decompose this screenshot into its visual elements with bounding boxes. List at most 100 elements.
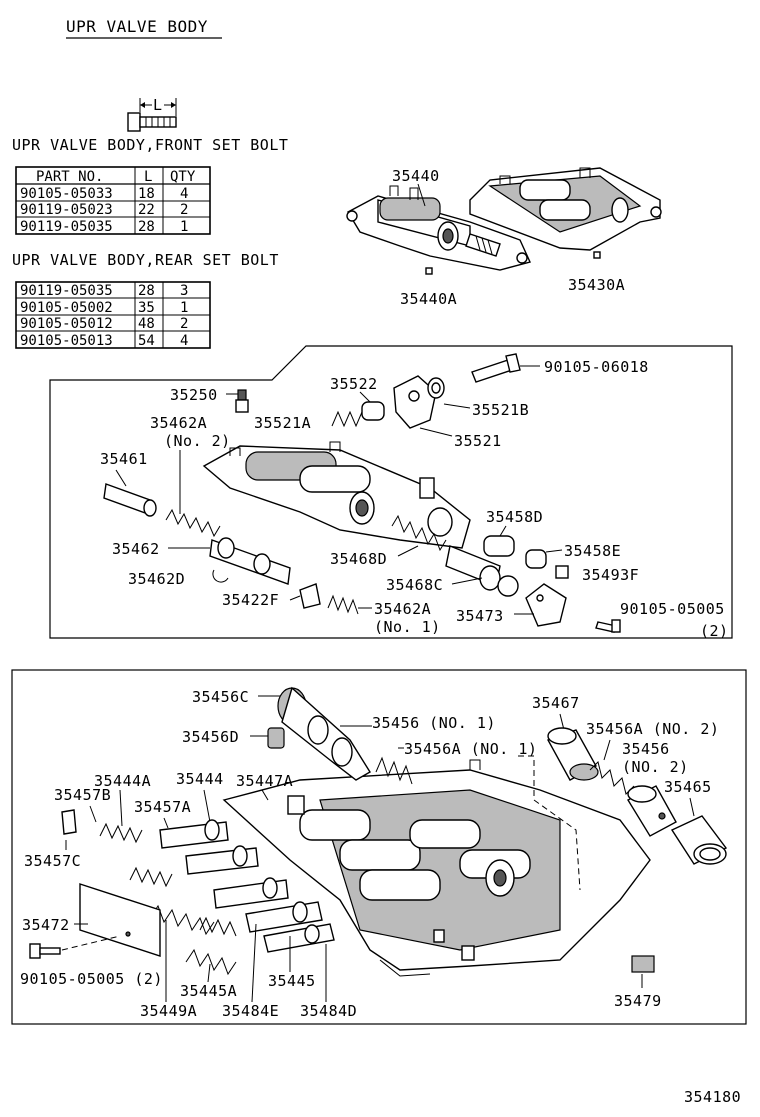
bottom-section-frame: [11, 669, 747, 1025]
spring-35468D-drawing: [391, 514, 447, 552]
spring-35456A-no2-drawing: [589, 761, 635, 795]
part-35465-drawing: [670, 815, 728, 865]
front-bolt-table: [15, 166, 211, 235]
front-bolt-heading: UPR VALVE BODY,FRONT SET BOLT: [12, 136, 288, 154]
part-35521-drawing: [393, 375, 437, 429]
label-35440A: 35440A: [400, 290, 457, 308]
front-row-2-l: 22: [138, 202, 155, 218]
spring-35462A-no2-drawing: [165, 508, 221, 538]
rear-row-2-qty: 1: [180, 300, 188, 316]
label-35465: 35465: [664, 778, 712, 796]
lower-valve-body-drawing: [222, 759, 651, 977]
bolt-length-label: L: [153, 96, 163, 114]
label-35445A: 35445A: [180, 982, 237, 1000]
label-35449A: 35449A: [140, 1002, 197, 1020]
spring-35484E-drawing: [199, 916, 237, 937]
label-35462A-no1-note: (No. 1): [374, 618, 441, 636]
part-35457C-drawing: [61, 809, 77, 835]
label-35462: 35462: [112, 540, 160, 558]
part-35458E-drawing: [525, 549, 547, 569]
part-35521B-drawing: [427, 377, 445, 399]
front-col-qty: QTY: [170, 169, 196, 185]
bolt-icon: [127, 98, 177, 132]
label-35479: 35479: [614, 992, 662, 1010]
label-35440: 35440: [392, 167, 440, 185]
middle-valve-body-drawing: [202, 441, 471, 549]
part-35479-drawing: [631, 955, 655, 973]
rear-row-4-l: 54: [138, 333, 155, 349]
label-35462A-no2: 35462A: [150, 414, 207, 432]
label-35462A-no1: 35462A: [374, 600, 431, 618]
label-35457C: 35457C: [24, 852, 81, 870]
label-35447A: 35447A: [236, 772, 293, 790]
valve-35445-drawing: [245, 901, 323, 933]
front-col-l: L: [144, 169, 152, 185]
part-35456D-drawing: [267, 727, 285, 749]
plate-35472-drawing: [79, 883, 161, 957]
rear-row-1-qty: 3: [180, 283, 188, 299]
spring-35521A-drawing: [331, 410, 363, 428]
label-35457A: 35457A: [134, 798, 191, 816]
label-35462D: 35462D: [128, 570, 185, 588]
rear-row-3-qty: 2: [180, 316, 188, 332]
label-90105-06018: 90105-06018: [544, 358, 649, 376]
label-90105-05005-2: 90105-05005 (2): [20, 970, 163, 988]
upper-valve-body-front-drawing: [346, 185, 531, 271]
front-row-2-part: 90119-05023: [20, 202, 113, 218]
label-35456-no2-note: (NO. 2): [622, 758, 689, 776]
spring-35462A-no1-drawing: [327, 594, 359, 615]
bolt-90105-05005-lower-drawing: [29, 943, 61, 959]
figure-id: 354180: [684, 1088, 741, 1106]
valve-35484D-drawing: [263, 923, 335, 953]
label-35521A: 35521A: [254, 414, 311, 432]
label-35456C: 35456C: [192, 688, 249, 706]
front-row-1-l: 18: [138, 186, 155, 202]
label-35456-no1: 35456 (NO. 1): [372, 714, 496, 732]
label-35484D: 35484D: [300, 1002, 357, 1020]
front-row-3-qty: 1: [180, 219, 188, 235]
part-35522-drawing: [361, 401, 385, 421]
label-35458D: 35458D: [486, 508, 543, 526]
clip-35462D-icon: [212, 569, 229, 583]
upper-valve-body-rear-drawing: [469, 167, 662, 251]
label-90105-05005: 90105-05005: [620, 600, 725, 618]
plate-35473-drawing: [525, 583, 567, 627]
rear-row-4-qty: 4: [180, 333, 188, 349]
label-35457B: 35457B: [54, 786, 111, 804]
label-35493F: 35493F: [582, 566, 639, 584]
rear-row-1-l: 28: [138, 283, 155, 299]
label-35468D: 35468D: [330, 550, 387, 568]
valve-35456-no1-drawing: [277, 686, 371, 781]
label-35445: 35445: [268, 972, 316, 990]
label-35422F: 35422F: [222, 591, 279, 609]
part-35458D-drawing: [483, 535, 515, 557]
front-row-1-part: 90105-05033: [20, 186, 113, 202]
rear-row-3-part: 90105-05012: [20, 316, 113, 332]
valve-35457A-drawing: [159, 819, 229, 849]
label-35456A-no2: 35456A (NO. 2): [586, 720, 719, 738]
valve-35468C-drawing: [445, 545, 519, 597]
bolt-90105-05005-drawing: [595, 619, 621, 633]
label-35472: 35472: [22, 916, 70, 934]
front-row-2-qty: 2: [180, 202, 188, 218]
part-35467-drawing: [546, 727, 599, 781]
rear-row-3-l: 48: [138, 316, 155, 332]
label-35444: 35444: [176, 770, 224, 788]
rear-row-2-l: 35: [138, 300, 155, 316]
label-35456A-no1: 35456A (NO. 1): [404, 740, 537, 758]
spring-35457B-drawing: [99, 822, 143, 844]
label-35462A-no2-note: (No. 2): [164, 432, 231, 450]
spring-35445A-drawing: [185, 948, 237, 976]
rear-row-4-part: 90105-05013: [20, 333, 113, 349]
label-35430A: 35430A: [568, 276, 625, 294]
label-35456-no2: 35456: [622, 740, 670, 758]
valve-35461-drawing: [103, 483, 157, 517]
part-35422F-drawing: [299, 583, 321, 609]
spring-35456A-no1-drawing: [375, 756, 413, 785]
bolt-90105-06018-drawing: [471, 353, 521, 383]
label-35484E: 35484E: [222, 1002, 279, 1020]
rear-row-1-part: 90119-05035: [20, 283, 113, 299]
label-35458E: 35458E: [564, 542, 621, 560]
label-35467: 35467: [532, 694, 580, 712]
